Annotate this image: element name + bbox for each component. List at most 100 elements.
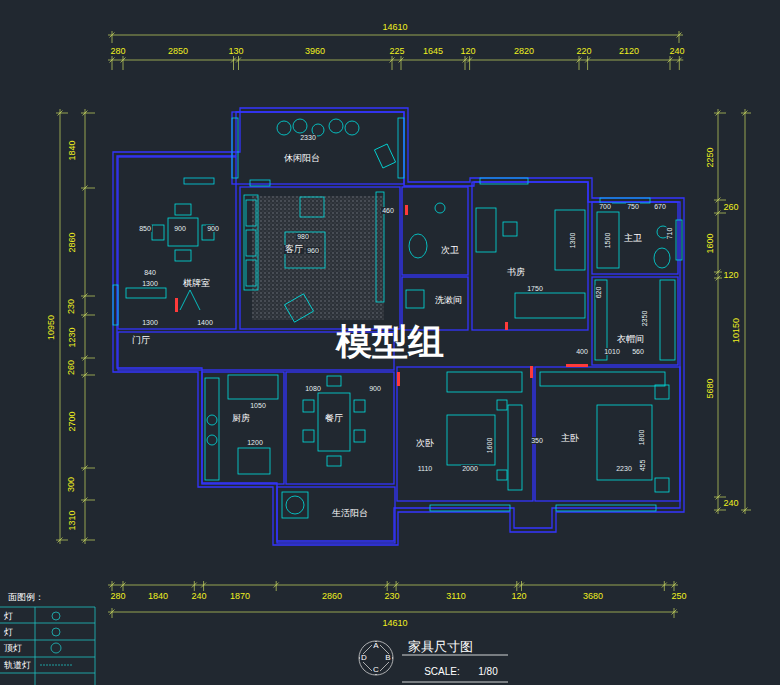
dimension-line bbox=[81, 468, 95, 469]
dimension-line bbox=[714, 213, 726, 214]
dimension-line bbox=[714, 497, 726, 498]
dimension-text: 3960 bbox=[304, 47, 326, 56]
dimension-line bbox=[231, 58, 236, 63]
room: 餐厅 bbox=[286, 372, 394, 484]
dimension-line bbox=[192, 583, 197, 588]
furniture bbox=[406, 290, 424, 308]
drawing-title: 家具尺寸图 bbox=[407, 640, 474, 653]
dimension-line bbox=[743, 111, 748, 116]
legend-text: 灯 bbox=[3, 612, 14, 621]
furniture bbox=[597, 405, 652, 480]
dimension-line bbox=[81, 500, 95, 501]
dimension-line bbox=[83, 111, 88, 116]
door-jamb bbox=[505, 322, 508, 330]
furniture-dimension: 960 bbox=[306, 247, 320, 254]
dimension-line bbox=[83, 373, 88, 378]
legend-table bbox=[0, 607, 95, 685]
door-jamb bbox=[566, 364, 588, 367]
furniture bbox=[207, 435, 217, 445]
dimension-line bbox=[121, 583, 126, 588]
room: 棋牌室 bbox=[118, 157, 236, 329]
dimension-line bbox=[585, 58, 590, 63]
dimension-text: 2820 bbox=[513, 47, 535, 56]
dimension-text: 5680 bbox=[706, 377, 715, 399]
dimension-text: 230 bbox=[68, 297, 77, 314]
furniture bbox=[303, 400, 314, 412]
furniture-dimension: 2000 bbox=[461, 465, 479, 472]
dimension-line bbox=[121, 58, 126, 63]
room: 门厅 bbox=[118, 332, 394, 370]
dimension-line bbox=[238, 56, 239, 70]
room: 主卫 bbox=[592, 202, 678, 274]
dimension-line bbox=[587, 56, 588, 70]
dimension-line bbox=[394, 583, 399, 588]
furniture bbox=[655, 385, 669, 399]
dimension-text: 240 bbox=[668, 47, 685, 56]
dimension-line bbox=[83, 294, 88, 299]
dimension-line bbox=[83, 498, 88, 503]
furniture-dimension: 1050 bbox=[249, 402, 267, 409]
furniture bbox=[435, 203, 445, 213]
furniture-dimension: 2330 bbox=[299, 134, 317, 141]
dimension-line bbox=[56, 113, 68, 114]
dimension-line bbox=[83, 466, 88, 471]
dimension-line bbox=[276, 581, 277, 591]
dimension-line bbox=[81, 315, 95, 316]
dimension-text: 240 bbox=[722, 499, 739, 508]
furniture bbox=[497, 470, 507, 480]
dimension-line bbox=[108, 60, 683, 61]
dimension-line bbox=[110, 583, 115, 588]
dimension-line bbox=[662, 583, 667, 588]
furniture bbox=[303, 430, 314, 442]
furniture bbox=[246, 200, 256, 226]
furniture-dimension: 1010 bbox=[603, 348, 621, 355]
dimension-line bbox=[110, 610, 115, 615]
dimension-line bbox=[514, 583, 519, 588]
title-block bbox=[359, 641, 393, 675]
dimension-line bbox=[465, 56, 466, 70]
dimension-text: 2250 bbox=[706, 146, 715, 168]
dimension-text: 1310 bbox=[68, 509, 77, 531]
room: 次卧 bbox=[397, 367, 533, 501]
dimension-line bbox=[674, 581, 675, 591]
dimension-line bbox=[108, 612, 678, 613]
dimension-line bbox=[110, 33, 115, 38]
window bbox=[556, 505, 656, 511]
door-jamb bbox=[397, 372, 400, 386]
furniture-dimension: 560 bbox=[631, 348, 645, 355]
furniture bbox=[246, 260, 256, 286]
legend-table bbox=[52, 628, 60, 636]
furniture bbox=[655, 478, 669, 492]
wall bbox=[113, 108, 684, 545]
furniture bbox=[175, 204, 191, 215]
window bbox=[113, 285, 118, 325]
dimension-text: 220 bbox=[575, 47, 592, 56]
dimension-line bbox=[112, 56, 113, 70]
legend-table bbox=[52, 612, 60, 620]
dimension-text: 1870 bbox=[229, 592, 251, 601]
room-name: 书房 bbox=[506, 268, 526, 277]
room: 次卫 bbox=[402, 187, 468, 275]
dimension-text: 1230 bbox=[68, 326, 77, 348]
dimension-line bbox=[233, 56, 234, 70]
dimension-line bbox=[112, 608, 113, 618]
furniture bbox=[597, 212, 619, 268]
furniture-dimension: 2230 bbox=[615, 465, 633, 472]
room: 书房 bbox=[472, 182, 588, 330]
furniture-dimension: 670 bbox=[653, 203, 667, 210]
furniture-dimension: 1200 bbox=[246, 439, 264, 446]
legend-table bbox=[40, 665, 72, 666]
window bbox=[430, 505, 510, 511]
dimension-line bbox=[679, 56, 680, 70]
furniture bbox=[207, 415, 217, 425]
furniture bbox=[168, 218, 198, 246]
dimension-text: 250 bbox=[670, 592, 687, 601]
section-letter: A bbox=[372, 642, 379, 650]
room-name: 棋牌室 bbox=[182, 279, 211, 288]
wall bbox=[117, 112, 680, 541]
legend-table bbox=[0, 607, 95, 685]
furniture bbox=[354, 430, 365, 442]
section-letter: D bbox=[360, 654, 368, 662]
furniture bbox=[354, 400, 365, 412]
furniture-dimension: 1500 bbox=[604, 231, 611, 249]
